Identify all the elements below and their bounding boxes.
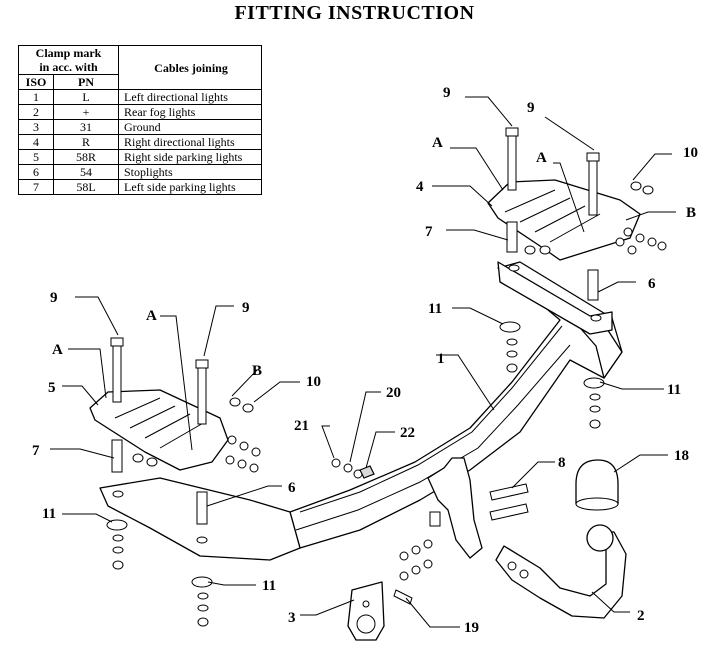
- callout-1: 1: [437, 351, 445, 367]
- ball-cap-part: [575, 459, 619, 511]
- cable-cell: Rear fog lights: [118, 104, 262, 120]
- callout-11-d: 11: [262, 578, 276, 594]
- callout-11-c: 11: [42, 506, 56, 522]
- callout-B-right: B: [686, 205, 696, 221]
- callout-9-c: 9: [50, 290, 58, 306]
- clamp-header-line1: Clamp mark: [35, 46, 102, 60]
- callout-9-b: 9: [527, 100, 535, 116]
- callout-2: 2: [637, 608, 645, 624]
- left-bracket-assembly: [89, 337, 301, 627]
- leader-lines: [50, 96, 676, 628]
- clamp-header-line2: in acc. with: [39, 60, 98, 74]
- tow-ball-neck-part: [495, 524, 627, 619]
- callout-18: 18: [674, 448, 689, 464]
- callout-19: 19: [464, 620, 479, 636]
- cable-cell: Right directional lights: [118, 134, 262, 150]
- callout-A-c: A: [146, 308, 157, 324]
- callout-A-a: A: [432, 135, 443, 151]
- callout-labels: 1 2 3 4 5 6 6 7 7 8 9 9 9 9 10 10 11 11 …: [32, 85, 698, 636]
- callout-11-a: 11: [428, 301, 442, 317]
- callout-20: 20: [386, 385, 401, 401]
- iso-cell: 7: [18, 179, 54, 195]
- cable-cell: Right side parking lights: [118, 149, 262, 165]
- callout-10-left: 10: [306, 374, 321, 390]
- right-bracket-assembly: [487, 127, 667, 429]
- pn-header: PN: [53, 74, 119, 90]
- center-mount-assembly: [331, 457, 529, 605]
- callout-9-d: 9: [242, 300, 250, 316]
- clamp-mark-header: Clamp mark in acc. with: [18, 45, 119, 75]
- callout-10-right: 10: [683, 145, 698, 161]
- callout-7-left: 7: [32, 443, 40, 459]
- callout-A-b: A: [536, 150, 547, 166]
- socket-plate-part: [347, 581, 385, 641]
- callout-B-left: B: [252, 363, 262, 379]
- callout-6-left: 6: [288, 480, 296, 496]
- pn-cell: 58R: [53, 149, 119, 165]
- callout-6-right: 6: [648, 276, 656, 292]
- callout-21: 21: [294, 418, 309, 434]
- callout-A-d: A: [52, 342, 63, 358]
- cable-cell: Left side parking lights: [118, 179, 262, 195]
- washer-stack: [524, 181, 667, 255]
- callout-11-b: 11: [667, 382, 681, 398]
- table-row: 2+Rear fog lights: [18, 104, 262, 120]
- callout-8: 8: [558, 455, 566, 471]
- wiring-table: Clamp mark in acc. with Cables joining I…: [18, 45, 262, 195]
- page-title: FITTING INSTRUCTION: [234, 2, 475, 24]
- callout-5: 5: [48, 380, 56, 396]
- callout-7-right: 7: [425, 224, 433, 240]
- callout-22: 22: [400, 425, 415, 441]
- callout-9-a: 9: [443, 85, 451, 101]
- table-subheader-row: ISO PN: [18, 74, 262, 90]
- callout-4: 4: [416, 179, 424, 195]
- washer-stack: [132, 397, 261, 473]
- callout-3: 3: [288, 610, 296, 626]
